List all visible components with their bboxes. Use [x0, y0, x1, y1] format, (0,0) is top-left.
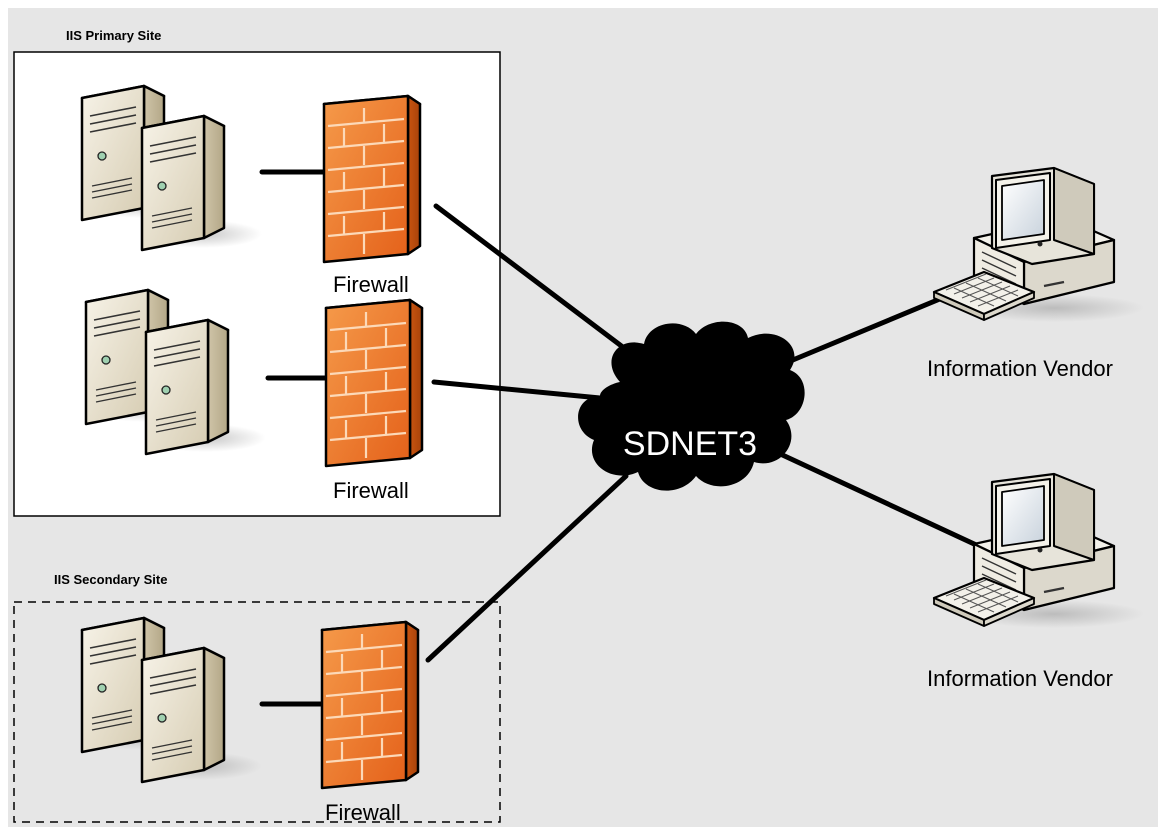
link-firewall1-cloud — [433, 203, 643, 363]
secondary-site-title: IIS Secondary Site — [54, 572, 167, 587]
cloud-label: SDNET3 — [623, 425, 757, 463]
firewall-icon — [322, 94, 422, 264]
link-firewall3-cloud — [425, 473, 629, 663]
vendor-label: Information Vendor — [927, 356, 1113, 381]
primary-site-title: IIS Primary Site — [66, 28, 161, 43]
firewall-icon — [320, 620, 420, 790]
firewall-label: Firewall — [325, 800, 401, 825]
link-firewall2-cloud — [431, 379, 603, 401]
vendor-label: Information Vendor — [927, 666, 1113, 691]
cloud-icon — [578, 321, 805, 491]
firewall-label: Firewall — [333, 478, 409, 503]
firewall-icon — [324, 298, 424, 468]
link-cloud-vendor2 — [773, 449, 1003, 559]
firewall-label: Firewall — [333, 272, 409, 297]
